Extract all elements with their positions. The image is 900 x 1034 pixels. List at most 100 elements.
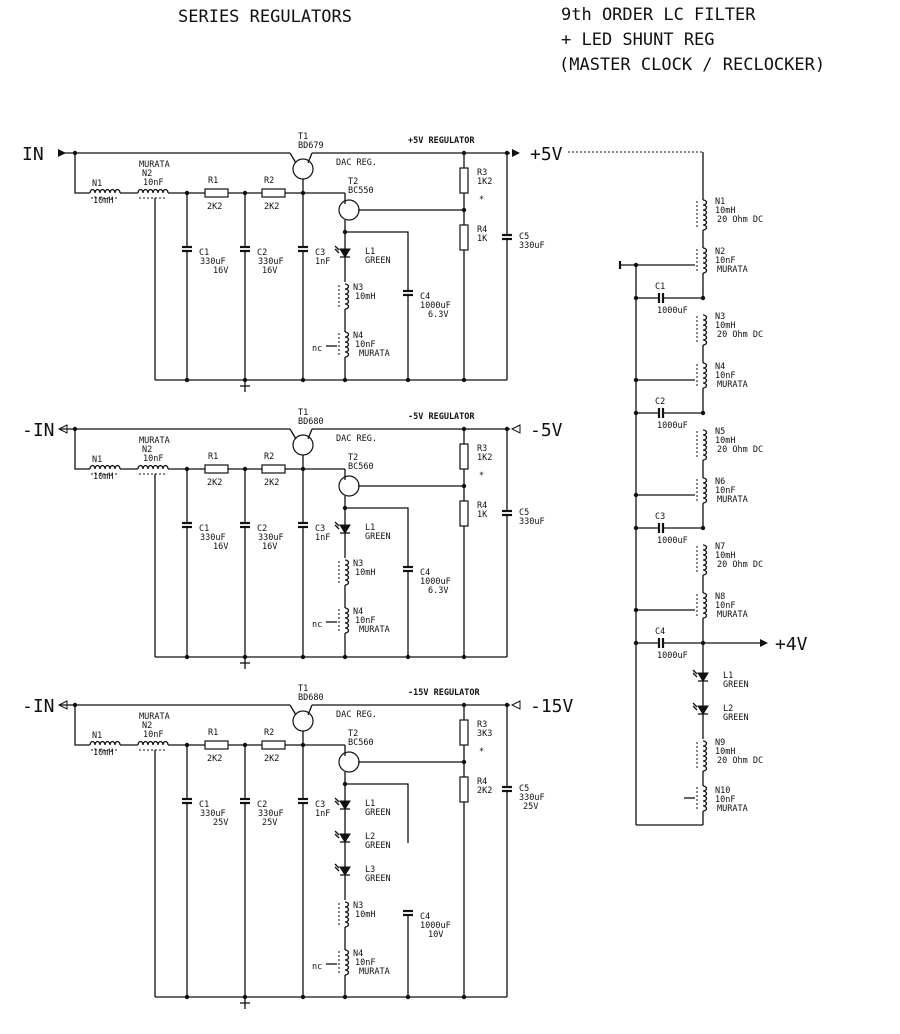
inductor-symbol (702, 477, 708, 504)
r4-label: R4 (477, 501, 487, 511)
c1-value: 330uF (200, 257, 226, 267)
resistor-symbol (261, 464, 286, 474)
filter-inductor-dcr: 20 Ohm DC (717, 215, 763, 225)
t1-part: BD679 (298, 141, 324, 151)
r3-label: R3 (477, 720, 487, 730)
led-label: L1 (365, 799, 375, 809)
n4-label: N4 (353, 607, 363, 617)
r1-value: 2K2 (207, 478, 222, 488)
junction-dot (633, 492, 639, 498)
c2-value: 330uF (258, 809, 284, 819)
r2-value: 2K2 (264, 754, 279, 764)
t1-label: T1 (298, 132, 308, 142)
n9-dcr: 20 Ohm DC (717, 756, 763, 766)
led-color: GREEN (365, 256, 391, 266)
inductor-symbol (702, 740, 708, 772)
n2-label: N2 (142, 721, 152, 731)
filter-murata-brand: MURATA (717, 265, 748, 275)
title-lc-filter: 9th ORDER LC FILTER (561, 5, 756, 25)
r2-value: 2K2 (264, 202, 279, 212)
t2-label: T2 (348, 453, 358, 463)
c4-voltage: 10V (428, 930, 443, 940)
n4-value: 10nF (355, 616, 375, 626)
filter-cap-label: C3 (655, 512, 665, 522)
led-color: GREEN (365, 808, 391, 818)
inductor-symbol (89, 464, 121, 470)
c3-value: 1nF (315, 533, 330, 543)
c3-label: C3 (315, 800, 325, 810)
filter-inductor-label: N5 (715, 427, 725, 437)
filter-inductor-value: 10mH (715, 321, 735, 331)
t1-label: T1 (298, 408, 308, 418)
dac-reg-label: DAC REG. (336, 434, 377, 444)
c4-value: 1000uF (420, 301, 451, 311)
n1-value: 10mH (93, 748, 113, 758)
inductor-symbol (89, 740, 121, 746)
r1-label: R1 (208, 176, 218, 186)
n4-label: N4 (353, 949, 363, 959)
led-color: GREEN (365, 841, 391, 851)
arrow-left-icon (510, 700, 521, 710)
c3-value: 1nF (315, 257, 330, 267)
n3-label: N3 (353, 901, 363, 911)
resistor-symbol (459, 500, 469, 527)
c5-label: C5 (519, 232, 529, 242)
filter-inductor-label: N3 (715, 312, 725, 322)
r1-value: 2K2 (207, 202, 222, 212)
n10-brand: MURATA (717, 804, 748, 814)
c5-value: 330uF (519, 517, 545, 527)
n4-brand: MURATA (359, 349, 390, 359)
led-symbol (697, 672, 709, 682)
junction-dot (633, 640, 639, 646)
resistor-symbol (261, 188, 286, 198)
c1-value: 330uF (200, 809, 226, 819)
c1-voltage: 25V (213, 818, 228, 828)
c5-label: C5 (519, 784, 529, 794)
filter-output-label: +4V (775, 634, 808, 655)
led-ray (692, 672, 698, 678)
c1-label: C1 (199, 800, 209, 810)
n9-value: 10mH (715, 747, 735, 757)
filter-murata-value: 10nF (715, 601, 735, 611)
filter-led-label: L2 (723, 704, 733, 714)
t1-collector (289, 152, 297, 164)
filter-inductor-dcr: 20 Ohm DC (717, 330, 763, 340)
regulator-name: +5V REGULATOR (408, 136, 475, 146)
c4-voltage: 6.3V (428, 586, 448, 596)
filter-inductor-label: N7 (715, 542, 725, 552)
n4-value: 10nF (355, 958, 375, 968)
n3-value: 10mH (355, 292, 375, 302)
nc-label: nc (312, 620, 322, 630)
t1-emitter (307, 704, 313, 716)
filter-cap-label: C4 (655, 627, 665, 637)
t1-part: BD680 (298, 417, 324, 427)
resistor-symbol (459, 719, 469, 746)
filter-cap-value: 1000uF (657, 536, 688, 546)
t2-label: T2 (348, 177, 358, 187)
t2-part: BC560 (348, 738, 374, 748)
c4-label: C4 (420, 568, 430, 578)
led-ray (334, 248, 340, 254)
n3-value: 10mH (355, 910, 375, 920)
filter-inductor-dcr: 20 Ohm DC (717, 560, 763, 570)
n2-label: N2 (142, 445, 152, 455)
c5-value: 330uF (519, 793, 545, 803)
filter-murata-label: N2 (715, 247, 725, 257)
c2-voltage: 16V (262, 542, 277, 552)
c2-label: C2 (257, 800, 267, 810)
led-ray (334, 830, 340, 836)
resistor-symbol (459, 443, 469, 470)
input-label: IN (22, 144, 44, 165)
junction-dot (633, 295, 639, 301)
filter-led-color: GREEN (723, 680, 749, 690)
filter-murata-value: 10nF (715, 371, 735, 381)
led-symbol (339, 866, 351, 876)
c4-label: C4 (420, 292, 430, 302)
c1-label: C1 (199, 524, 209, 534)
filter-inductor-value: 10mH (715, 551, 735, 561)
dac-reg-label: DAC REG. (336, 158, 377, 168)
resistor-symbol (261, 740, 286, 750)
r3-star: * (479, 747, 484, 757)
c4-voltage: 6.3V (428, 310, 448, 320)
led-ray (692, 702, 698, 708)
